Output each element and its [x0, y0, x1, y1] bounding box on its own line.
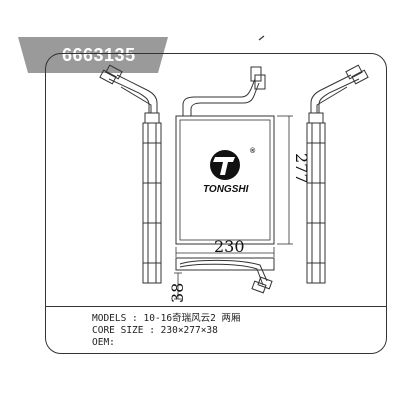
bottom-view [174, 257, 275, 300]
technical-drawing: 230 277 38 ® TONGSHI [99, 64, 369, 303]
width-label: 230 [214, 237, 245, 256]
right-side-view [306, 64, 369, 284]
models-value: 10-16奇瑞风云2 两厢 [143, 313, 241, 324]
divider [46, 306, 386, 307]
core-size-value: 230×277×38 [160, 325, 218, 336]
left-side-view [99, 64, 162, 284]
part-number: 6663135 [62, 45, 136, 65]
registered-mark: ® [250, 147, 256, 155]
drawing-frame [45, 53, 387, 354]
brand-name: TONGSHI [203, 184, 249, 195]
oem-label: OEM: [92, 337, 115, 348]
models-label: MODELS [92, 313, 127, 324]
specs-block: MODELS : 10-16奇瑞风云2 两厢 CORE SIZE : 230×2… [92, 313, 241, 349]
height-label: 277 [292, 153, 311, 184]
oem-row: OEM: [92, 337, 241, 349]
brand-logo: ® TONGSHI [203, 147, 256, 195]
core-size-row: CORE SIZE : 230×277×38 [92, 325, 218, 336]
width-dimension [175, 247, 275, 257]
height-dimension [277, 115, 293, 245]
models-row: MODELS : 10-16奇瑞风云2 两厢 [92, 313, 241, 324]
core-size-label: CORE SIZE [92, 325, 144, 336]
tick-mark-icon [258, 35, 265, 41]
depth-label: 38 [168, 283, 187, 303]
